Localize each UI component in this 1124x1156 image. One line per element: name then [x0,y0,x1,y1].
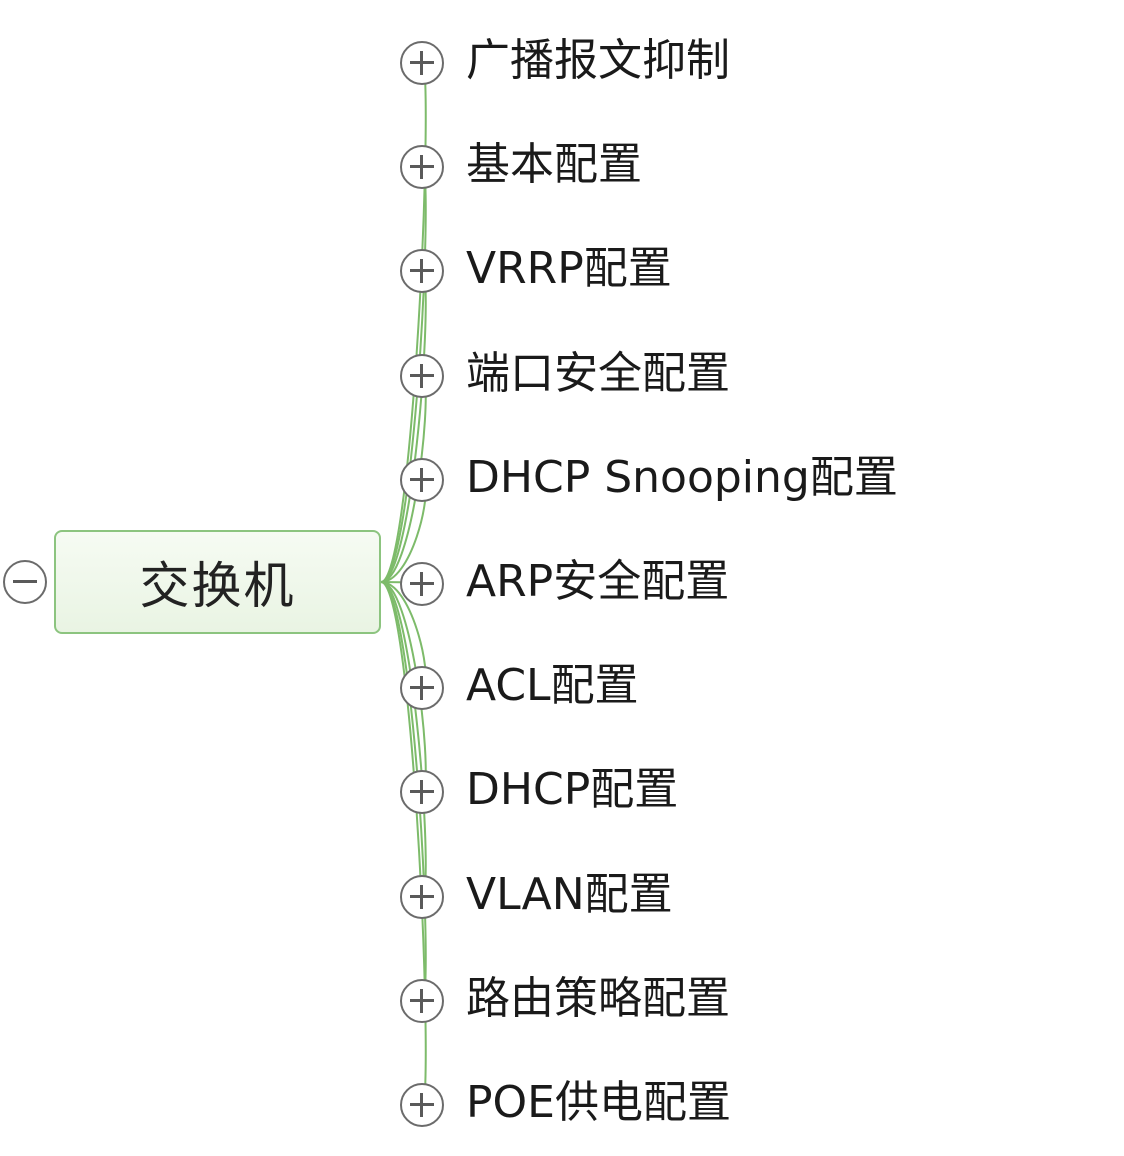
expand-toggle-icon[interactable] [400,666,444,711]
child-node-label[interactable]: ARP安全配置 [466,556,730,607]
expand-toggle-icon[interactable] [400,249,444,294]
root-node-label: 交换机 [139,557,296,615]
child-node-label[interactable]: 广播报文抑制 [466,35,730,86]
child-node-label[interactable]: DHCP配置 [466,764,679,816]
connector-line [380,167,427,583]
root-node[interactable]: 交换机 [54,530,381,634]
child-node-label[interactable]: 路由策略配置 [466,972,730,1024]
child-node-label[interactable]: DHCP Snooping配置 [466,451,898,503]
expand-toggle-icon[interactable] [400,145,444,190]
expand-toggle-icon[interactable] [400,1083,444,1127]
connector-line [380,581,427,1001]
expand-toggle-icon[interactable] [400,874,444,919]
connector-line [380,581,427,897]
expand-toggle-icon[interactable] [400,353,444,398]
expand-toggle-icon[interactable] [400,978,444,1023]
connector-line [380,581,427,1106]
collapse-root-toggle-icon[interactable] [3,560,47,604]
child-node-label[interactable]: VRRP配置 [466,243,672,295]
child-node-label[interactable]: VLAN配置 [466,868,673,920]
expand-toggle-icon[interactable] [400,770,444,815]
expand-toggle-icon[interactable] [400,457,444,502]
expand-toggle-icon[interactable] [400,562,444,606]
connector-line [380,62,427,583]
child-node-label[interactable]: ACL配置 [466,660,639,712]
child-node-label[interactable]: 基本配置 [466,139,642,191]
expand-toggle-icon[interactable] [400,41,444,85]
child-node-label[interactable]: POE供电配置 [466,1077,731,1128]
connector-line [380,271,427,583]
child-node-label[interactable]: 端口安全配置 [466,347,730,399]
